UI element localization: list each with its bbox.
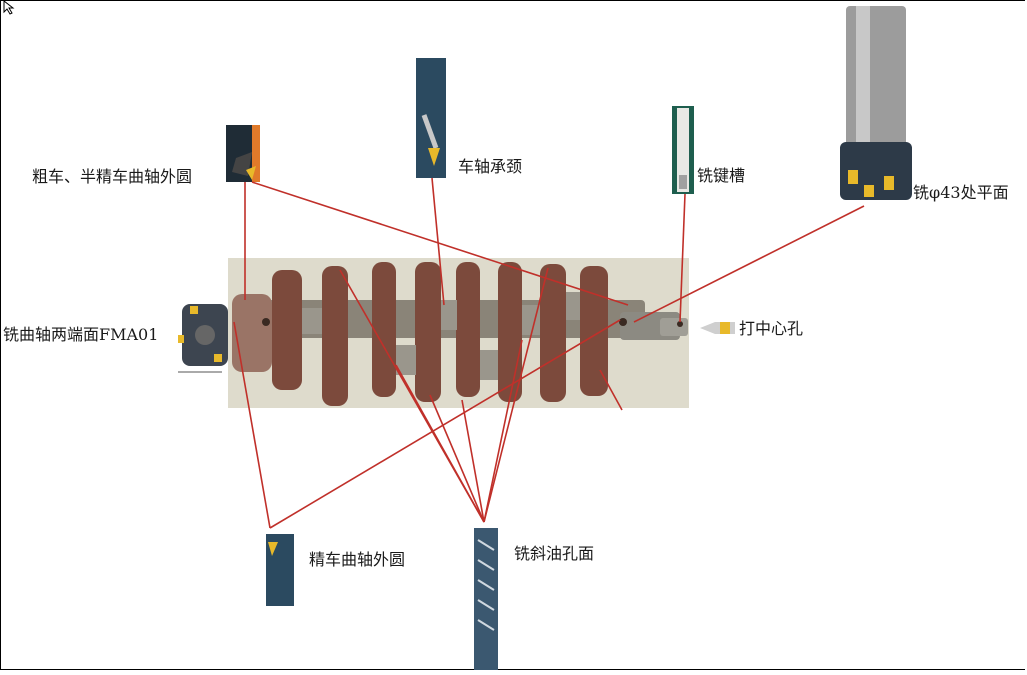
leader-line	[395, 364, 485, 523]
leader-line	[483, 267, 549, 523]
face-mill-tool-image	[840, 6, 912, 200]
label-mill-43-flat: 铣φ43处平面	[913, 183, 1009, 202]
finish-turning-tool-image	[266, 534, 294, 606]
leader-line	[633, 205, 865, 323]
label-finish-turning: 精车曲轴外圆	[309, 550, 406, 569]
label-center-drill: 打中心孔	[739, 319, 804, 338]
label-rough-turning: 粗车、半精车曲轴外圆	[32, 167, 193, 186]
leader-line	[599, 369, 623, 411]
center-drill-tool-image	[700, 322, 735, 334]
label-mill-oil-hole: 铣斜油孔面	[514, 544, 595, 563]
label-mill-ends: 铣曲轴两端面FMA01	[3, 325, 159, 344]
label-turn-journal: 车轴承颈	[458, 157, 523, 176]
label-mill-keyway: 铣键槽	[697, 166, 746, 185]
keyway-mill-tool-image	[672, 106, 694, 194]
leader-line	[431, 177, 445, 306]
leader-line	[461, 399, 485, 523]
leader-line	[233, 321, 271, 529]
crankshaft-image	[232, 262, 688, 406]
leader-lines	[233, 177, 865, 529]
leader-line	[429, 394, 485, 523]
journal-turning-tool-image	[416, 58, 446, 178]
oil-hole-mill-tool-image	[474, 528, 498, 670]
fma01-mill-tool-image	[178, 304, 228, 373]
leader-line	[483, 339, 523, 523]
cursor-icon	[3, 0, 15, 15]
leader-line	[679, 193, 686, 323]
rough-turning-tool-image	[226, 125, 260, 182]
leader-line	[251, 181, 629, 306]
leader-line	[269, 319, 621, 529]
